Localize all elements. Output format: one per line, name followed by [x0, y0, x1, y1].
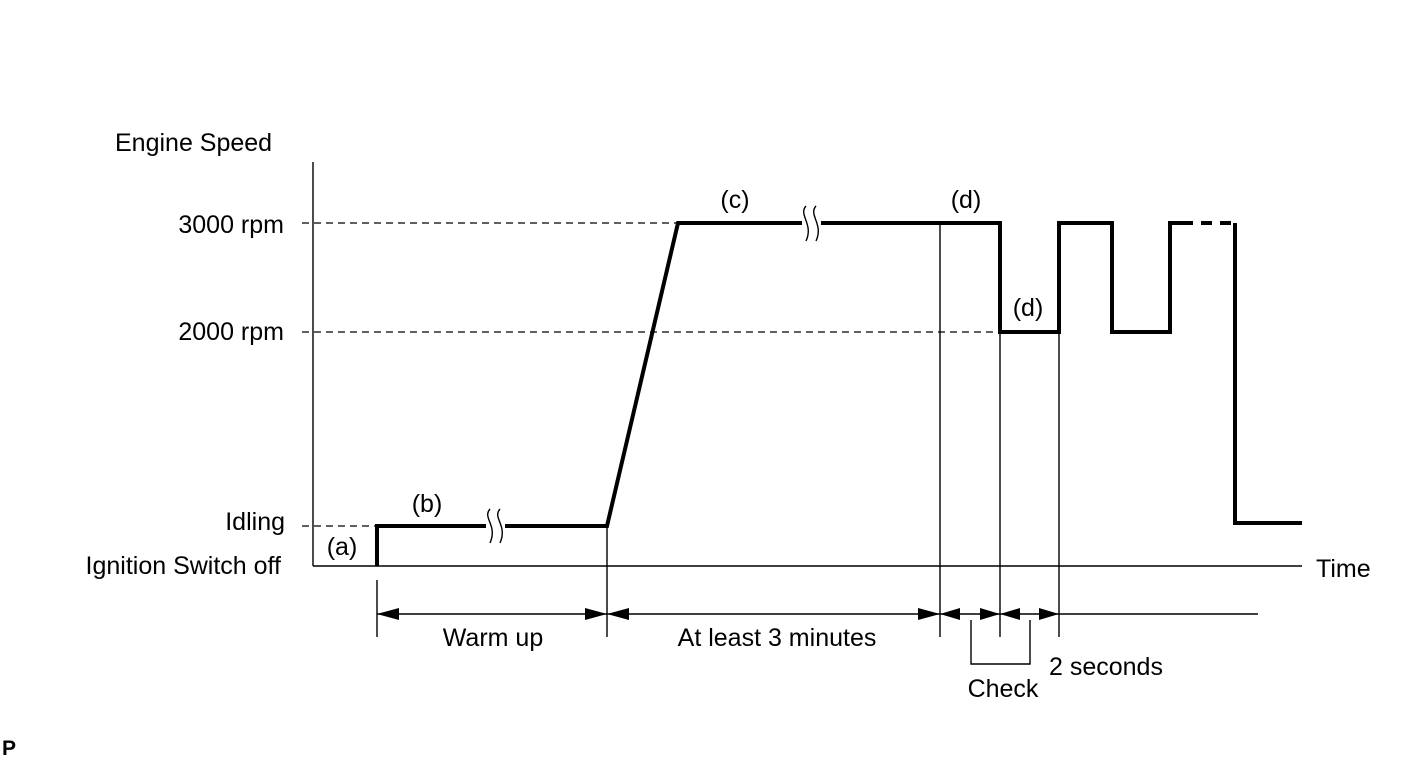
break-symbol-idle [486, 508, 505, 544]
arrowhead-check1-right [980, 608, 1000, 620]
arrowhead-minutes-right [918, 608, 940, 620]
arrowhead-check2-left [1000, 608, 1020, 620]
level-ignition-off: Ignition Switch off [86, 552, 282, 580]
check-bracket [970, 620, 1031, 665]
step-c-label: (c) [720, 186, 749, 214]
arrowhead-check1-left [940, 608, 960, 620]
engine-speed-trace [375, 221, 1182, 566]
break-symbol-top [802, 205, 821, 242]
y-axis-title: Engine Speed [115, 129, 272, 157]
arrowhead-warmup-right [585, 608, 607, 620]
interval-at-least-3-minutes: At least 3 minutes [678, 624, 877, 652]
arrowhead-minutes-left [607, 608, 629, 620]
arrowhead-warmup-left [377, 608, 399, 620]
step-a-label: (a) [327, 533, 358, 561]
step-d-low-label: (d) [1013, 294, 1044, 322]
corner-mark: P [2, 737, 16, 759]
level-idling: Idling [225, 508, 285, 536]
interval-2-seconds: 2 seconds [1049, 653, 1163, 681]
interval-check: Check [968, 675, 1039, 703]
level-3000-rpm: 3000 rpm [178, 211, 284, 239]
level-2000-rpm: 2000 rpm [178, 318, 284, 346]
step-d-top-label: (d) [951, 186, 982, 214]
arrowhead-check2-right [1039, 608, 1059, 620]
x-axis-title: Time [1316, 555, 1371, 583]
trace-final-drop [1233, 223, 1302, 525]
step-b-label: (b) [412, 490, 443, 518]
interval-warm-up: Warm up [443, 624, 543, 652]
